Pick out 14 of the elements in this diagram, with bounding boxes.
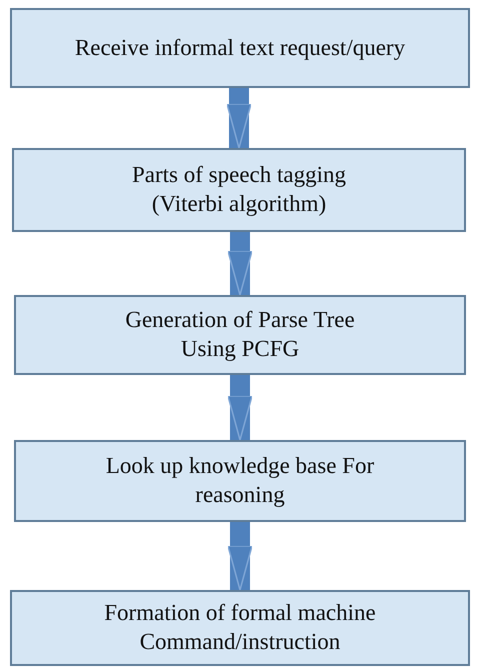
step-text: Formation of formal machine Command/instruction — [103, 599, 377, 656]
arrow — [226, 88, 252, 149]
arrow — [227, 375, 253, 441]
process-box — [10, 8, 470, 88]
step-text: Parts of speech tagging (Viterbi algorithm) — [131, 161, 347, 218]
process-box — [14, 295, 466, 375]
step-text: Generation of Parse Tree Using PCFG — [124, 306, 356, 363]
process-box — [12, 148, 466, 232]
step-text: Receive informal text request/query — [74, 34, 406, 62]
process-box — [10, 590, 470, 666]
process-box — [14, 440, 466, 522]
arrow — [227, 522, 253, 591]
arrow — [227, 232, 253, 296]
step-text: Look up knowledge base For reasoning — [105, 452, 375, 509]
